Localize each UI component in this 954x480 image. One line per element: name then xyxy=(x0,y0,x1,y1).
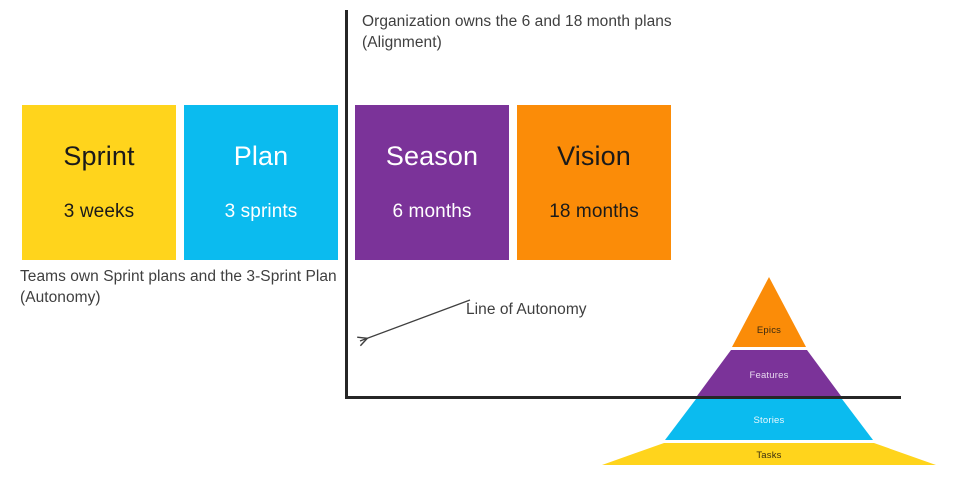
card-plan-subtitle: 3 sprints xyxy=(224,200,298,222)
vertical-divider-line xyxy=(345,10,348,399)
card-sprint-title: Sprint xyxy=(63,141,135,172)
pyramid-chart: Epics Features Stories Tasks xyxy=(602,277,936,465)
card-season-title: Season xyxy=(385,141,479,172)
teams-note: Teams own Sprint plans and the 3-Sprint … xyxy=(20,268,337,307)
card-vision[interactable]: Vision 18 months xyxy=(517,105,671,260)
organization-note: Organization owns the 6 and 18 month pla… xyxy=(362,13,672,52)
pyramid-tier-features-label: Features xyxy=(749,370,788,381)
card-vision-subtitle: 18 months xyxy=(549,200,639,222)
horizontal-baseline xyxy=(345,396,901,399)
pyramid-tier-tasks-label: Tasks xyxy=(756,450,781,461)
card-sprint[interactable]: Sprint 3 weeks xyxy=(22,105,176,260)
pyramid-tier-epics[interactable] xyxy=(732,277,806,347)
card-sprint-subtitle: 3 weeks xyxy=(63,200,135,222)
pyramid-tier-epics-label: Epics xyxy=(757,325,781,336)
line-of-autonomy-label: Line of Autonomy xyxy=(466,301,587,318)
line-of-autonomy-arrow-icon xyxy=(348,299,471,348)
card-season-subtitle: 6 months xyxy=(392,200,472,222)
pyramid-tier-stories-label: Stories xyxy=(754,415,785,426)
card-plan-title: Plan xyxy=(233,141,289,172)
pyramid-tier-features[interactable] xyxy=(697,350,841,396)
card-vision-title: Vision xyxy=(557,141,631,172)
pyramid-tier-tasks[interactable] xyxy=(602,443,936,465)
card-plan[interactable]: Plan 3 sprints xyxy=(184,105,338,260)
card-season[interactable]: Season 6 months xyxy=(355,105,509,260)
pyramid-tier-stories[interactable] xyxy=(665,399,873,440)
